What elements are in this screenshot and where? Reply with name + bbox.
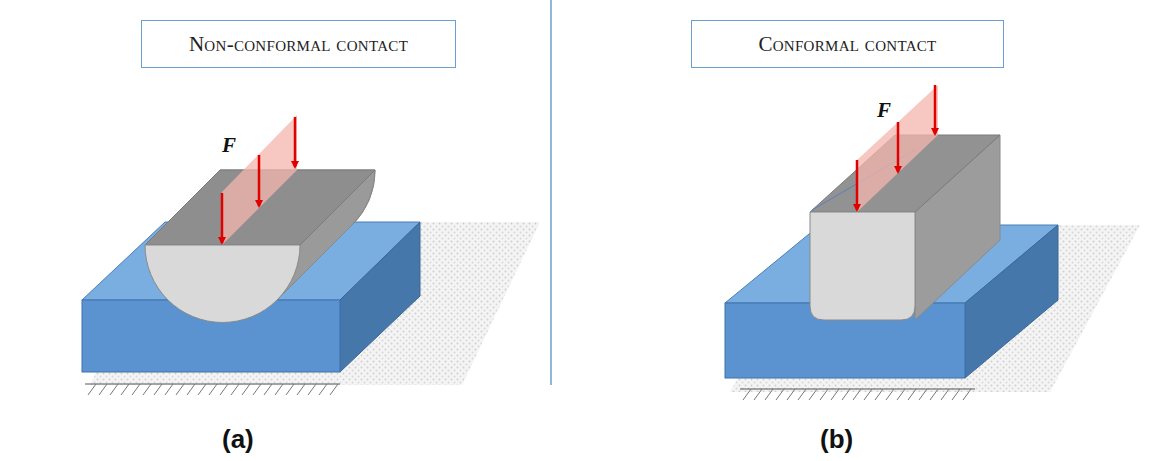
divider-line — [550, 0, 552, 385]
force-arrows — [222, 117, 295, 243]
title-box: Non-conformal contact — [141, 20, 456, 68]
force-plane — [857, 85, 938, 212]
cylinder-front — [145, 245, 300, 322]
force-arrows — [857, 85, 935, 210]
title-text: Conformal contact — [758, 32, 936, 57]
title-box: Conformal contact — [691, 20, 1004, 68]
panel-label: (b) — [820, 424, 853, 455]
force-plane — [222, 115, 297, 245]
title-text: Non-conformal contact — [189, 32, 408, 57]
force-label: F — [877, 98, 891, 123]
block-front — [810, 212, 915, 320]
ground-line — [85, 384, 340, 385]
slab-side — [340, 222, 420, 372]
ground-hatching — [743, 389, 971, 400]
force-label: F — [222, 133, 236, 158]
ground-line — [740, 389, 975, 390]
ground-hatching — [88, 384, 338, 395]
panel-label: (a) — [222, 424, 254, 455]
